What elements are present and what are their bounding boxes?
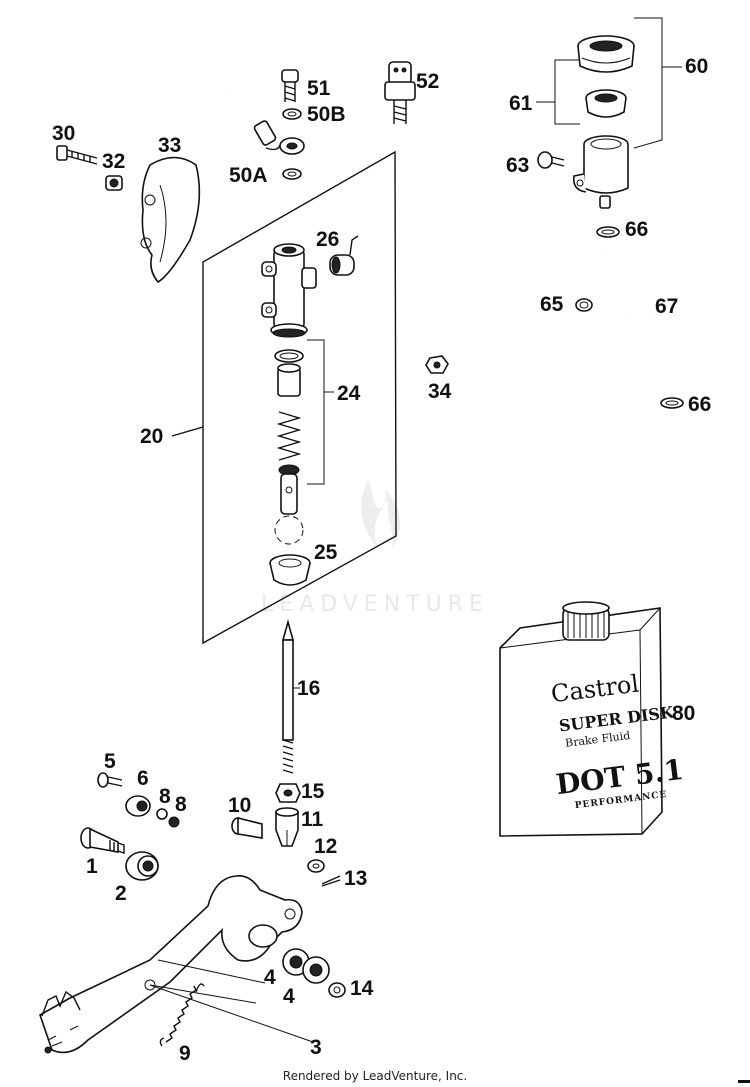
callout-24: 24 <box>337 382 361 405</box>
callout-32: 32 <box>102 150 125 173</box>
callout-2: 2 <box>115 882 127 905</box>
callout-61: 61 <box>509 92 533 115</box>
part-32-nut: 32 <box>102 150 125 191</box>
part-34-nut: 34 <box>425 355 452 403</box>
callout-8a: 8 <box>159 785 171 808</box>
callout-11: 11 <box>301 808 324 831</box>
part-66-clamp-top: 66 <box>596 218 648 241</box>
part-60-reservoir-cap <box>577 35 635 73</box>
callout-1: 1 <box>86 855 98 878</box>
part-15-nut: 15 <box>275 780 325 803</box>
part-10-pin: 10 <box>228 794 263 839</box>
part-9-spring: 9 <box>159 983 205 1065</box>
callout-33: 33 <box>158 134 181 157</box>
corner-mark <box>738 1080 750 1083</box>
part-66-clamp-bottom: 66 <box>660 393 711 416</box>
part-24-piston-kit: 24 <box>274 339 361 515</box>
part-3-brake-pedal: 3 <box>39 874 322 1059</box>
callout-51: 51 <box>307 77 331 100</box>
callout-4b: 4 <box>283 985 295 1008</box>
part-50b-washer: 50B <box>282 103 346 126</box>
callout-4a: 4 <box>264 966 276 989</box>
callout-52: 52 <box>416 70 439 93</box>
callout-13: 13 <box>344 867 367 890</box>
part-16-push-rod: 16 <box>281 619 320 774</box>
part-2-bushing: 2 <box>115 851 159 905</box>
part-8-washers: 8 8 <box>156 785 187 828</box>
part-6-spacer: 6 <box>125 767 151 817</box>
callout-66-bottom: 66 <box>688 393 711 416</box>
callout-63: 63 <box>506 154 529 177</box>
part-52-switch: 52 <box>384 61 439 124</box>
brake-hose-banjo <box>226 94 305 155</box>
part-5-screw: 5 <box>97 750 123 788</box>
master-cylinder-group: 20 <box>140 150 397 645</box>
callout-25: 25 <box>314 541 338 564</box>
footer-credit: Rendered by LeadVenture, Inc. <box>283 1069 467 1083</box>
callout-16: 16 <box>297 677 320 700</box>
callout-50a: 50A <box>229 164 268 187</box>
callout-10: 10 <box>228 794 251 817</box>
part-67-hose: 67 <box>598 249 678 389</box>
part-25-boot: 25 <box>269 515 338 586</box>
callout-26: 26 <box>316 228 339 251</box>
callout-66-top: 66 <box>625 218 648 241</box>
part-80-brake-fluid-bottle: Castrol SUPER DISK Brake Fluid DOT 5.1 P… <box>499 601 695 837</box>
part-61-diaphragm <box>585 89 627 118</box>
part-14-washer: 14 <box>328 977 374 1000</box>
part-13-cotter-pin: 13 <box>321 867 367 890</box>
callout-60: 60 <box>685 55 708 78</box>
part-reservoir-body <box>572 135 629 209</box>
callout-5: 5 <box>104 750 116 773</box>
watermark-text: LEADVENTURE <box>261 592 489 617</box>
callout-8b: 8 <box>175 793 187 816</box>
callout-14: 14 <box>350 977 374 1000</box>
callout-20: 20 <box>140 425 163 448</box>
part-4-bearings: 4 4 <box>264 948 330 1008</box>
callout-50b: 50B <box>307 103 346 126</box>
master-cylinder-body <box>261 243 317 338</box>
reservoir-brackets: 61 60 <box>509 17 708 149</box>
callout-15: 15 <box>301 780 325 803</box>
part-30-bolt: 30 <box>52 122 98 165</box>
part-11-clevis: 11 <box>275 807 324 847</box>
callout-67: 67 <box>655 295 678 318</box>
part-65-clamp: 65 <box>540 293 593 316</box>
callout-34: 34 <box>428 380 452 403</box>
part-33-heel-guard: 33 <box>140 134 201 284</box>
leadventure-watermark: LEADVENTURE <box>261 480 489 617</box>
part-1-bolt: 1 <box>80 827 125 878</box>
callout-12: 12 <box>314 835 337 858</box>
callout-3: 3 <box>310 1036 322 1059</box>
callout-65: 65 <box>540 293 564 316</box>
callout-30: 30 <box>52 122 75 145</box>
part-26-fitting: 26 <box>316 228 359 276</box>
part-50a-washer: 50A <box>229 164 302 187</box>
part-12-washer: 12 <box>307 835 337 873</box>
callout-80: 80 <box>672 702 695 725</box>
part-63-screw: 63 <box>506 151 565 177</box>
callout-9: 9 <box>179 1042 191 1065</box>
part-51-banjo-bolt: 51 <box>281 69 331 102</box>
callout-6: 6 <box>137 767 149 790</box>
